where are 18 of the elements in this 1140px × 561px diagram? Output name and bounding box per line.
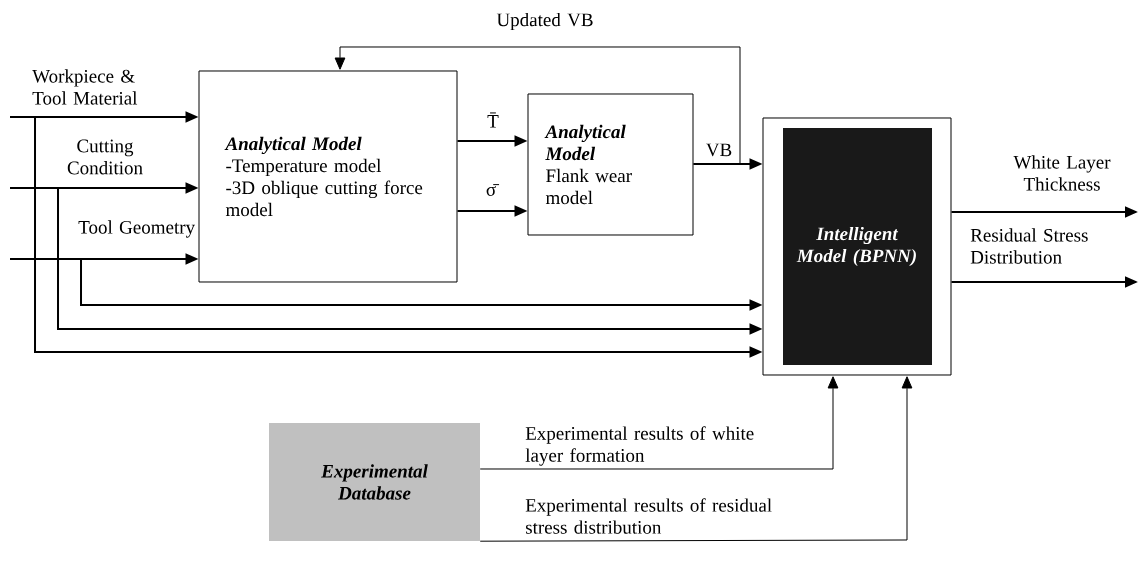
edge-label: Cutting Condition xyxy=(67,139,143,175)
model-box: Analytical Model -Temperature model -3D oblique cutting force model xyxy=(198,70,458,283)
edge-label: Updated VB xyxy=(496,12,593,31)
model-box: Analytical Model Flank wear model xyxy=(527,93,694,236)
database-box: Experimental Database xyxy=(269,423,480,541)
edge-label: σ̄ xyxy=(486,184,500,196)
arrow xyxy=(479,376,839,470)
edge-label: White Layer Thickness xyxy=(1013,155,1111,191)
arrow xyxy=(479,376,913,542)
neural-network-box: Intelligent Model (BPNN) xyxy=(762,117,952,376)
edge-label: Workpiece & Tool Material xyxy=(32,69,138,105)
edge-label: Experimental results of residual stress distribution xyxy=(525,498,772,534)
arrow xyxy=(334,46,741,165)
edge-label: Residual Stress Distribution xyxy=(970,228,1088,264)
edge-label: VB xyxy=(706,143,732,157)
edge-label: Tool Geometry xyxy=(78,220,195,238)
edge-label: T̄ xyxy=(487,112,499,128)
edge-label: Experimental results of white layer formation xyxy=(525,426,754,466)
